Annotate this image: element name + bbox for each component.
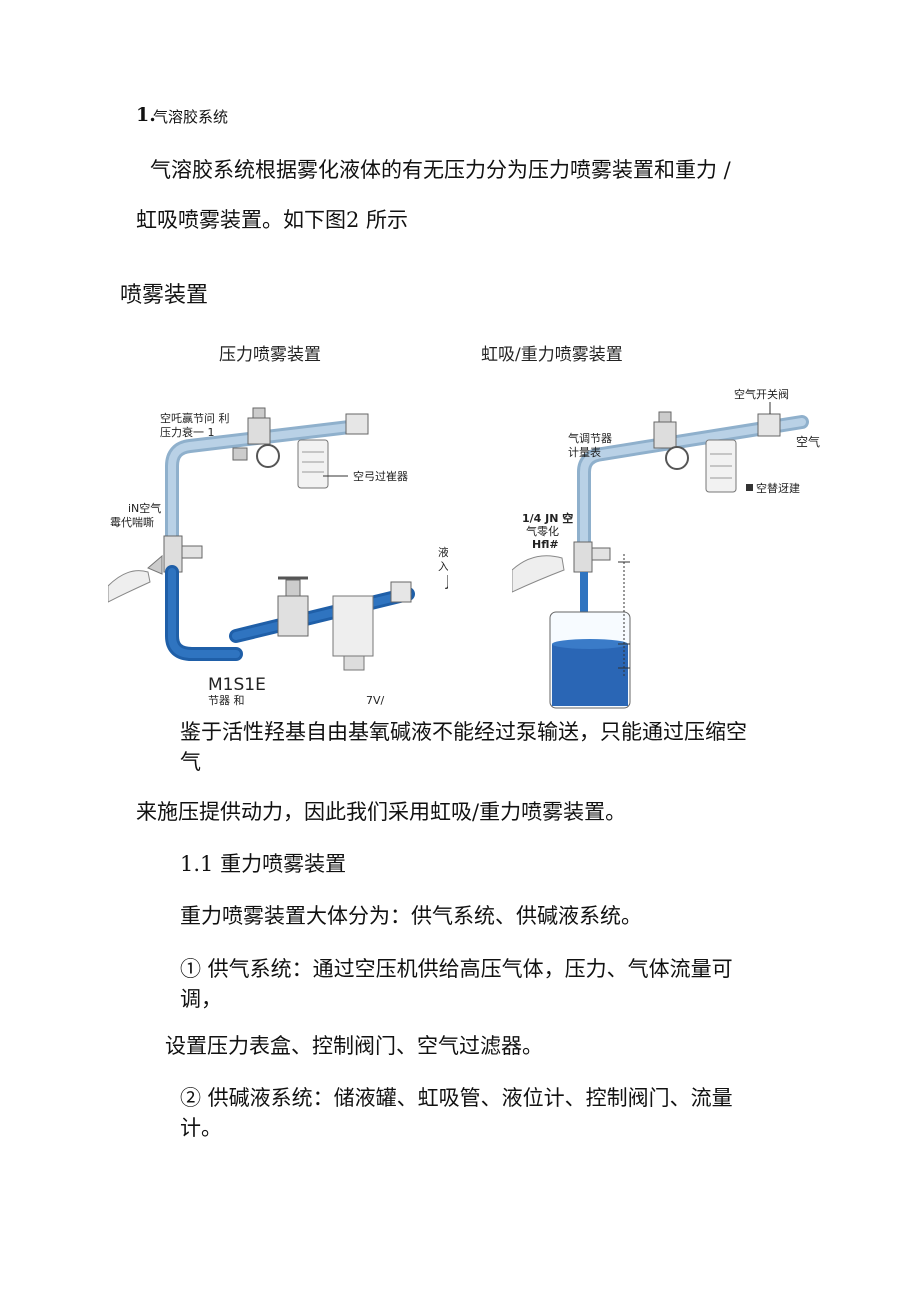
left-label-filter: 空弓过崔器 <box>353 469 408 483</box>
para2: 来施压提供动力，因此我们采用虹吸/重力喷雾装置。 <box>136 800 627 824</box>
left-label-bottom-right: 7V/ <box>366 694 385 707</box>
section-title: 气溶胶系统 <box>153 108 229 126</box>
left-label-regulator-1: 空吒赢节问 利 <box>160 411 230 425</box>
para1-line1: 鉴于活性羟基自由基氧碱液不能经过泵输送，只能通过压缩空 <box>180 720 747 744</box>
left-label-liquid-3: J <box>445 572 448 590</box>
figure-right-caption: 虹吸/重力喷雾装置 <box>481 345 623 365</box>
siphon-spray-diagram: 空气开关阀 气调节器 计量表 空气 空替迓建 1/4 JN 空 气零化 Hfl# <box>512 387 820 709</box>
left-label-bottom-small: 节器 和 <box>208 694 245 707</box>
right-label-air-in: 空气 <box>796 434 820 449</box>
left-label-nozzle-2: 霉代喘嘶 <box>110 516 154 529</box>
right-label-valve: 空气开关阀 <box>734 387 789 401</box>
figure-left-caption: 压力喷雾装置 <box>219 345 321 365</box>
para4-line2: 调， <box>180 987 222 1011</box>
para1-line2: 气 <box>180 750 201 774</box>
subheading: 喷雾装置 <box>120 283 209 308</box>
para4-line1: ① 供气系统：通过空压机供给高压气体，压力、气体流量可 <box>180 957 733 981</box>
para6-line1: ② 供碱液系统：储液罐、虹吸管、液位计、控制阀门、流量 <box>180 1086 733 1110</box>
right-label-filter: 空替迓建 <box>756 481 800 495</box>
right-label-regulator-1: 气调节器 <box>568 431 612 445</box>
left-label-bottom-big: M1S1E <box>208 675 266 695</box>
left-label-liquid-1: 液体 <box>438 545 448 559</box>
section-number: 1. <box>136 104 156 126</box>
subsection-1-1: 1.1 重力喷雾装置 <box>180 852 347 876</box>
intro-line-1: 气溶胶系统根据雾化液体的有无压力分为压力喷雾装置和重力 / <box>150 158 731 182</box>
left-label-nozzle-1: iN空气 <box>128 501 161 515</box>
left-label-regulator-2: 压力衰一 1 <box>160 425 215 439</box>
para6-line2: 计。 <box>180 1116 222 1140</box>
para3: 重力喷雾装置大体分为：供气系统、供碱液系统。 <box>180 904 642 928</box>
right-label-nozzle-3: Hfl# <box>532 538 559 551</box>
right-label-regulator-2: 计量表 <box>568 445 601 459</box>
intro-line-2: 虹吸喷雾装置。如下图2 所示 <box>136 208 409 232</box>
left-label-liquid-2: 入口 <box>438 560 448 573</box>
para5: 设置压力表盒、控制阀门、空气过滤器。 <box>165 1034 543 1058</box>
right-label-nozzle-2: 气零化 <box>526 524 559 538</box>
right-label-nozzle-1: 1/4 JN 空 <box>522 511 573 525</box>
pressure-spray-diagram: 空吒赢节问 利 压力衰一 1 空弓过崔器 iN空气 霉代喘嘶 液体 入口 J M… <box>108 407 448 707</box>
